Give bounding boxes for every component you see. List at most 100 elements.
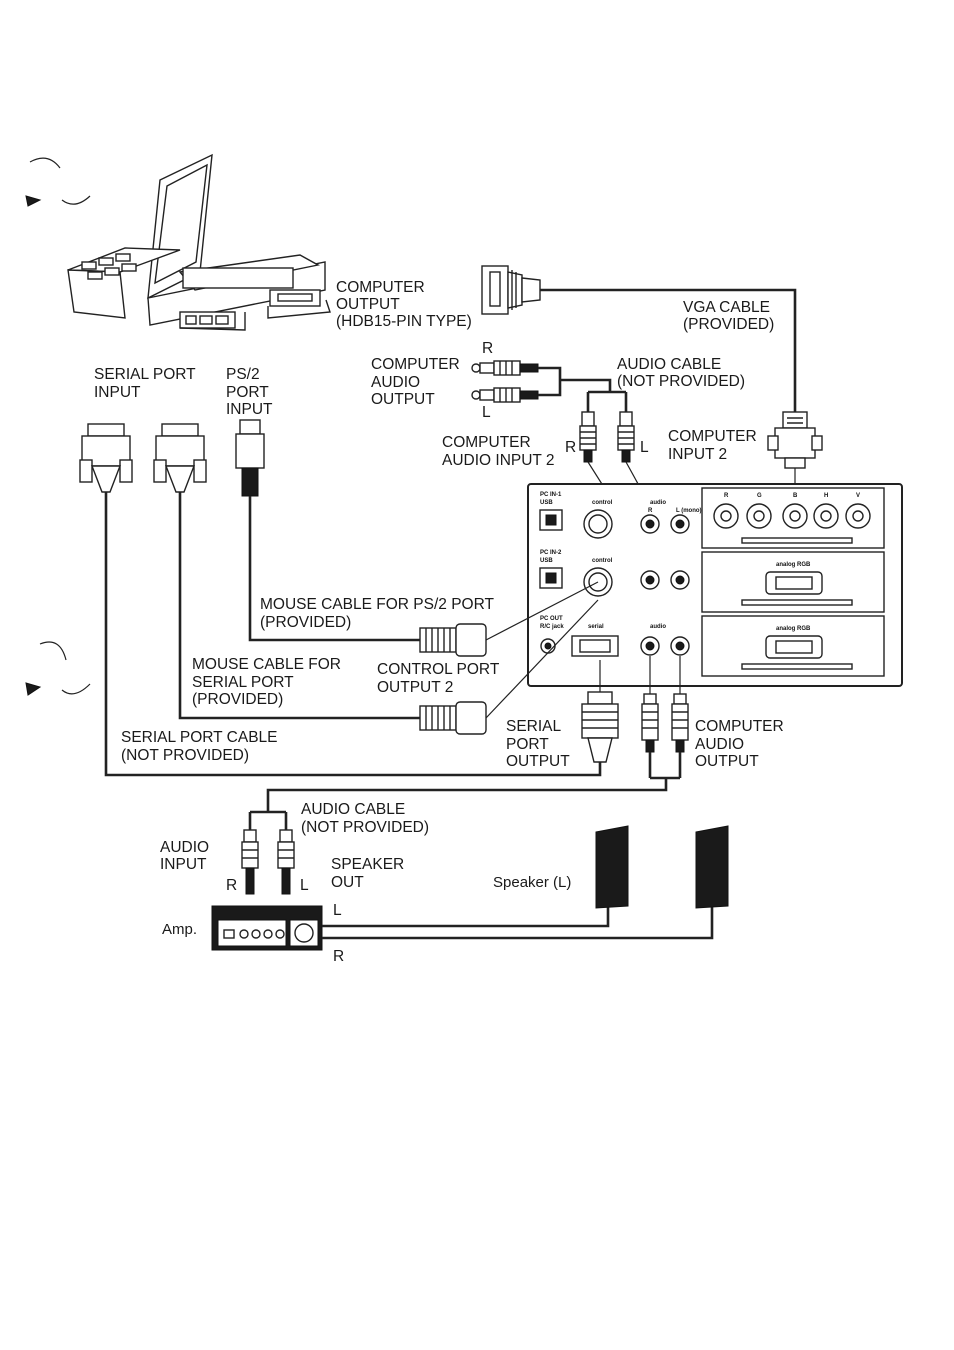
label-computer-audio-output-bottom: COMPUTER AUDIO OUTPUT xyxy=(695,718,784,770)
svg-text:AUDIO CABLE: AUDIO CABLE xyxy=(617,356,721,373)
serial-mouse-plug xyxy=(419,701,487,735)
ps2-mouse-plug xyxy=(419,623,487,657)
audio-label-out: audio xyxy=(650,624,666,630)
svg-text:AUDIO INPUT 2: AUDIO INPUT 2 xyxy=(442,452,555,469)
svg-text:OUTPUT: OUTPUT xyxy=(336,296,400,313)
usb-label-2: USB xyxy=(540,558,553,564)
svg-text:COMPUTER: COMPUTER xyxy=(336,279,425,296)
mouse-cable-ps2 xyxy=(248,496,420,642)
svg-text:(HDB15-PIN TYPE): (HDB15-PIN TYPE) xyxy=(336,313,472,330)
computer-audio-output-plugs xyxy=(641,693,689,753)
svg-text:(PROVIDED): (PROVIDED) xyxy=(683,316,774,333)
laptop-keys xyxy=(81,253,137,280)
svg-text:OUT: OUT xyxy=(331,874,364,891)
vga-cable xyxy=(540,288,797,412)
usb-label-1: USB xyxy=(540,500,553,506)
serial-port-input-connector xyxy=(79,423,133,493)
bnc-label-v: V xyxy=(856,493,860,499)
label-control-port-output-2: CONTROL PORT OUTPUT 2 xyxy=(377,661,500,696)
svg-text:INPUT 2: INPUT 2 xyxy=(668,446,727,463)
audio-cable-bottom xyxy=(248,752,682,830)
speaker-wire-r xyxy=(322,906,714,940)
label-l-audio-input-2: L xyxy=(640,439,649,456)
svg-text:COMPUTER: COMPUTER xyxy=(442,434,531,451)
svg-text:SPEAKER: SPEAKER xyxy=(331,856,404,873)
amplifier xyxy=(211,905,323,951)
label-serial-port-input: SERIAL PORT INPUT xyxy=(94,366,196,401)
audio-lmono-label-1: L (mono) xyxy=(676,508,702,514)
svg-text:SERIAL: SERIAL xyxy=(506,718,562,735)
amp-audio-input-plugs xyxy=(241,829,295,895)
svg-text:AUDIO: AUDIO xyxy=(160,839,209,856)
laptop-computer xyxy=(67,153,331,331)
serial-port-cable-connector xyxy=(153,423,207,493)
svg-text:VGA CABLE: VGA CABLE xyxy=(683,299,770,316)
svg-text:(NOT PROVIDED): (NOT PROVIDED) xyxy=(301,819,429,836)
label-audio-input: AUDIO INPUT xyxy=(160,839,209,873)
label-speaker-out: SPEAKER OUT xyxy=(331,856,404,891)
pc-in-1-label: PC IN-1 xyxy=(540,492,562,498)
pc-in-2-label: PC IN-2 xyxy=(540,550,562,556)
label-computer-output: COMPUTER OUTPUT (HDB15-PIN TYPE) xyxy=(336,279,472,330)
mouse-cable-serial xyxy=(178,492,420,720)
svg-text:(PROVIDED): (PROVIDED) xyxy=(192,691,283,708)
label-ps2-port-input: PS/2 PORT INPUT xyxy=(226,366,273,418)
audio-output-rca-plugs xyxy=(471,360,539,403)
svg-text:PS/2: PS/2 xyxy=(226,366,260,383)
svg-text:COMPUTER: COMPUTER xyxy=(668,428,757,445)
svg-text:AUDIO: AUDIO xyxy=(695,736,744,753)
ps2-connector xyxy=(235,419,265,497)
svg-text:(NOT PROVIDED): (NOT PROVIDED) xyxy=(617,373,745,390)
analog-rgb-label-1: analog RGB xyxy=(776,562,811,568)
speaker-wire-l xyxy=(322,906,610,928)
svg-text:SERIAL PORT: SERIAL PORT xyxy=(94,366,196,383)
svg-text:SERIAL PORT CABLE: SERIAL PORT CABLE xyxy=(121,729,278,746)
label-r-speaker-wire: R xyxy=(333,948,344,965)
serial-label: serial xyxy=(588,624,604,630)
svg-text:(NOT PROVIDED): (NOT PROVIDED) xyxy=(121,747,249,764)
label-amp: Amp. xyxy=(162,921,197,938)
label-audio-cable-top: AUDIO CABLE (NOT PROVIDED) xyxy=(617,356,745,390)
label-computer-audio-output-top: COMPUTER AUDIO OUTPUT xyxy=(371,356,460,408)
audio-label-1: audio xyxy=(650,500,666,506)
label-vga-cable: VGA CABLE (PROVIDED) xyxy=(683,299,774,333)
computer-input-2-vga-plug xyxy=(767,411,823,469)
svg-text:MOUSE CABLE FOR PS/2 PORT: MOUSE CABLE FOR PS/2 PORT xyxy=(260,596,495,613)
label-l-speaker-wire: L xyxy=(333,902,342,919)
svg-text:AUDIO CABLE: AUDIO CABLE xyxy=(301,801,405,818)
svg-text:OUTPUT: OUTPUT xyxy=(506,753,570,770)
serial-port-cable xyxy=(104,492,602,777)
svg-text:AUDIO: AUDIO xyxy=(371,374,420,391)
bnc-label-g: G xyxy=(757,493,762,499)
bnc-label-r: R xyxy=(724,493,729,499)
svg-text:SERIAL PORT: SERIAL PORT xyxy=(192,674,294,691)
label-mouse-cable-ps2: MOUSE CABLE FOR PS/2 PORT (PROVIDED) xyxy=(260,596,495,631)
bnc-label-h: H xyxy=(824,493,828,499)
label-r-audio-input-2: R xyxy=(565,439,576,456)
label-serial-port-output: SERIAL PORT OUTPUT xyxy=(506,718,570,770)
audio-input-2-plugs xyxy=(579,411,635,463)
label-computer-audio-input-2: COMPUTER AUDIO INPUT 2 xyxy=(442,434,555,469)
label-audio-cable-bottom: AUDIO CABLE (NOT PROVIDED) xyxy=(301,801,429,836)
svg-text:INPUT: INPUT xyxy=(94,384,141,401)
computer-output-vga-connector xyxy=(481,265,541,315)
control-label-2: control xyxy=(592,558,613,564)
label-serial-port-cable: SERIAL PORT CABLE (NOT PROVIDED) xyxy=(121,729,278,764)
svg-text:PORT: PORT xyxy=(506,736,549,753)
label-speaker-left: Speaker (L) xyxy=(493,874,571,891)
margin-marks xyxy=(25,157,91,696)
svg-text:MOUSE CABLE FOR: MOUSE CABLE FOR xyxy=(192,656,341,673)
serial-port-output-connector xyxy=(581,691,619,763)
control-label-1: control xyxy=(592,500,613,506)
pc-out-label: PC OUT xyxy=(540,616,563,622)
projector-connector-panel: PC IN-1 USB control audio R L (mono) PC … xyxy=(527,483,903,687)
audio-r-label-1: R xyxy=(648,508,653,514)
svg-text:INPUT: INPUT xyxy=(226,401,273,418)
audio-cable-top xyxy=(538,366,628,412)
svg-text:PORT: PORT xyxy=(226,384,269,401)
svg-text:COMPUTER: COMPUTER xyxy=(695,718,784,735)
svg-text:OUTPUT: OUTPUT xyxy=(695,753,759,770)
label-mouse-cable-serial: MOUSE CABLE FOR SERIAL PORT (PROVIDED) xyxy=(192,656,341,708)
bnc-label-b: B xyxy=(793,493,798,499)
